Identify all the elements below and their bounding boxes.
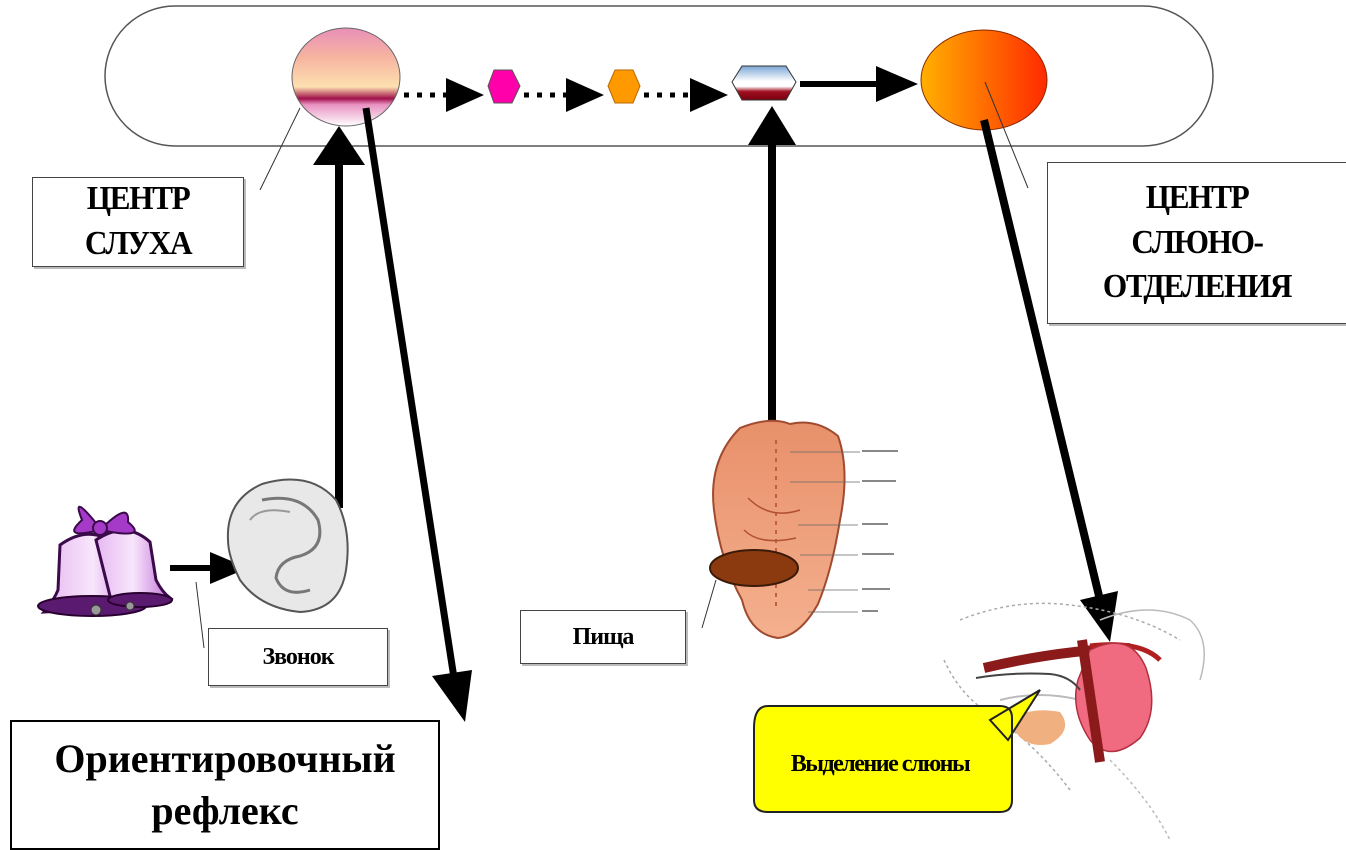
food-label-text: Пища xyxy=(573,624,634,651)
bell-label: Звонок xyxy=(208,628,388,686)
hearing-center-label: ЦЕНТР СЛУХА xyxy=(32,177,244,267)
hearing-center-node xyxy=(292,28,400,126)
orienting-reflex-text: Ориентировочный рефлекс xyxy=(35,733,415,837)
tongue-icon xyxy=(713,421,898,638)
arrow-orienting-reflex xyxy=(366,108,454,678)
salivation-center-label: ЦЕНТР СЛЮНО- ОТДЕЛЕНИЯ xyxy=(1047,162,1346,324)
food-oval-icon xyxy=(710,550,798,586)
bell-label-text: Звонок xyxy=(262,644,333,671)
salivation-center-node xyxy=(921,30,1047,130)
saliva-release-label: Выделение слюны xyxy=(754,716,1006,812)
ear-icon xyxy=(228,480,348,612)
hexagon-blue-red xyxy=(732,66,796,100)
hearing-center-text: ЦЕНТР СЛУХА xyxy=(69,177,207,267)
hexagon-orange xyxy=(608,70,640,103)
orienting-reflex-label: Ориентировочный рефлекс xyxy=(10,720,440,850)
food-label: Пища xyxy=(520,610,686,664)
bell-icon xyxy=(38,507,172,616)
bell-pointer xyxy=(196,582,204,648)
salivation-center-text: ЦЕНТР СЛЮНО- ОТДЕЛЕНИЯ xyxy=(1091,176,1303,311)
food-pointer xyxy=(702,580,716,628)
